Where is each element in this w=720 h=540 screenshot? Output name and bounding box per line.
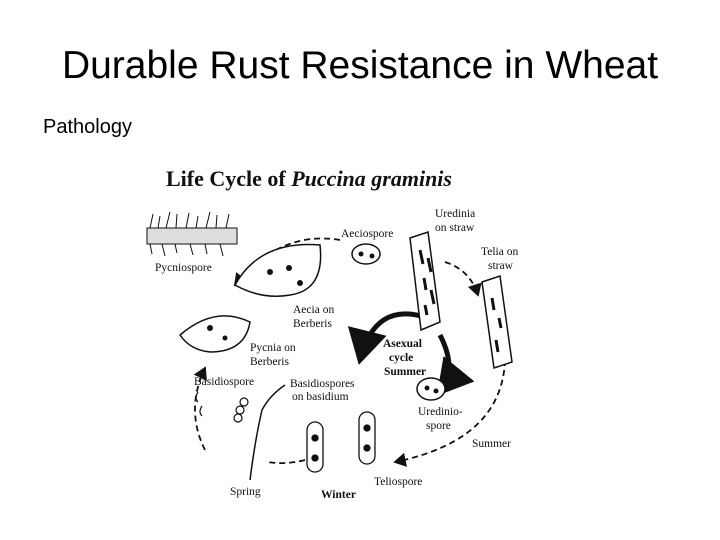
label-uredinio: Uredinio- [418,406,463,418]
label-telia-straw: straw [488,260,514,272]
basidium-illustration [195,384,286,481]
aeciospore-illustration [351,243,381,265]
label-aecia-berberis: Berberis [293,318,332,330]
label-winter: Winter [321,489,356,501]
label-spring: Spring [230,486,261,498]
urediniospore-illustration [416,377,446,401]
label-uredinio-spore: spore [426,420,451,432]
slide-title: Durable Rust Resistance in Wheat [61,44,659,87]
label-summer: Summer [472,438,511,450]
label-basidiospore: Basidiospore [194,376,254,388]
label-asexual: Asexual [383,338,422,350]
diagram-title: Life Cycle of Puccina graminis [166,166,452,191]
label-pycniospore: Pycniospore [155,262,212,274]
pycnia-cluster-illustration [146,211,238,257]
telia-straw-illustration [481,275,513,369]
label-on-basidium: on basidium [292,391,349,403]
label-teliospore: Teliospore [374,476,422,488]
label-asexual-cycle: cycle [389,352,413,364]
berberis-leaf-pycnia [179,315,251,353]
label-basidiospores: Basidiospores [290,378,355,390]
uredinia-straw-illustration [409,231,441,332]
label-aeciospore: Aeciospore [341,228,393,240]
label-pycnia-berberis: Berberis [250,356,289,368]
slide-subtitle: Pathology [43,116,132,138]
label-pycnia: Pycnia on [250,342,296,354]
label-uredinia-on-straw: on straw [435,222,475,234]
label-uredinia: Uredinia [435,208,475,220]
label-telia: Telia on [481,246,518,258]
outer-cycle-arrows [193,237,506,467]
label-aecia: Aecia on [293,304,334,316]
teliospore-illustration [306,411,376,473]
berberis-leaf-aecia [233,243,322,297]
label-asexual-summer: Summer [384,366,426,378]
